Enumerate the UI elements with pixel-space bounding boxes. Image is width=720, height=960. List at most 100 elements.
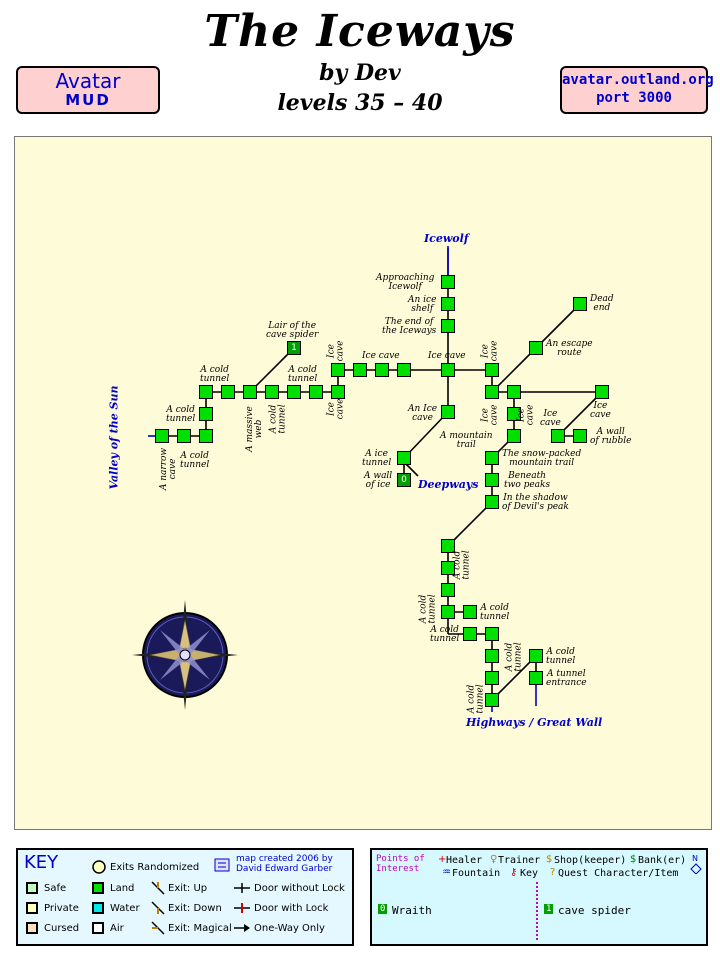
room-escape-route[interactable] bbox=[529, 341, 543, 355]
room-cold-tunnel-s8[interactable] bbox=[485, 649, 499, 663]
poi-wraith: Wraith bbox=[392, 904, 432, 917]
key-exit-up: Exit: Up bbox=[168, 883, 208, 894]
water-swatch bbox=[92, 902, 104, 914]
key-private: Private bbox=[44, 903, 79, 914]
map-scroll bbox=[14, 136, 712, 830]
shop-icon: $ bbox=[546, 854, 553, 865]
room-cold-tunnel-w2[interactable] bbox=[287, 385, 301, 399]
room-cold-tunnel-s4[interactable] bbox=[441, 605, 455, 619]
room-lair-cave-spider[interactable]: 1 bbox=[287, 341, 301, 355]
room-wall-of-rubble[interactable] bbox=[573, 429, 587, 443]
room-dead-end[interactable] bbox=[573, 297, 587, 311]
room-massive-web[interactable] bbox=[243, 385, 257, 399]
room-beneath-two-peaks[interactable] bbox=[485, 473, 499, 487]
door-no-lock-icon bbox=[234, 883, 250, 893]
room-cold-tunnel-s3[interactable] bbox=[441, 583, 455, 597]
room-cold-tunnel-s1[interactable] bbox=[441, 539, 455, 553]
poi-healer: Healer bbox=[446, 855, 483, 866]
svg-text:N: N bbox=[692, 854, 698, 863]
exit-up-icon bbox=[151, 881, 165, 895]
room-cold-tunnel-s6[interactable] bbox=[463, 627, 477, 641]
exit-highways-great-wall[interactable]: Highways / Great Wall bbox=[466, 716, 603, 729]
room-cold-tunnel-s7[interactable] bbox=[485, 627, 499, 641]
room-ice-cave-east-2[interactable] bbox=[485, 385, 499, 399]
room-cold-tunnel-w7[interactable] bbox=[199, 429, 213, 443]
room-mountain-trail[interactable] bbox=[507, 429, 521, 443]
room-narrow-cave[interactable] bbox=[155, 429, 169, 443]
exit-deepways[interactable]: Deepways bbox=[418, 478, 479, 491]
healer-icon: + bbox=[438, 854, 447, 865]
room-cold-tunnel-s9[interactable] bbox=[485, 671, 499, 685]
points-of-interest-panel: Points of Interest + Healer ♀ Trainer $ … bbox=[370, 848, 708, 946]
room-cold-tunnel-s5[interactable] bbox=[463, 605, 477, 619]
avatar-mud-banner: Avatar MUD bbox=[16, 66, 160, 114]
north-arrow-icon: N bbox=[690, 854, 702, 874]
room-ice-cave-3[interactable] bbox=[353, 363, 367, 377]
room-cold-tunnel-w8[interactable] bbox=[177, 429, 191, 443]
server-port: port 3000 bbox=[596, 90, 672, 106]
exit-icewolf[interactable]: Icewolf bbox=[424, 232, 469, 245]
wraith-marker: 0 bbox=[378, 904, 388, 914]
key-exit-magical: Exit: Magical bbox=[168, 923, 232, 934]
exit-valley-of-the-sun[interactable]: Valley of the Sun bbox=[107, 385, 121, 490]
room-ice-tunnel[interactable] bbox=[397, 451, 411, 465]
room-cold-tunnel-s2[interactable] bbox=[441, 561, 455, 575]
poi-title-1: Points of bbox=[376, 854, 425, 864]
poi-shop: Shop(keeper) bbox=[554, 855, 627, 866]
room-cold-tunnel-w3[interactable] bbox=[265, 385, 279, 399]
room-tunnel-entrance[interactable] bbox=[529, 671, 543, 685]
room-ice-cave-far-east[interactable] bbox=[595, 385, 609, 399]
room-ice-cave-1[interactable] bbox=[397, 363, 411, 377]
cave-spider-marker: 1 bbox=[544, 904, 554, 914]
room-snow-packed-trail[interactable] bbox=[485, 451, 499, 465]
room-ice-cave-se[interactable] bbox=[551, 429, 565, 443]
room-ice-cave-4[interactable] bbox=[331, 363, 345, 377]
room-ice-cave-east[interactable] bbox=[485, 363, 499, 377]
poi-cave-spider: cave spider bbox=[558, 904, 631, 917]
bank-icon: $ bbox=[630, 854, 637, 865]
room-an-ice-cave[interactable] bbox=[441, 405, 455, 419]
room-ice-cave-2[interactable] bbox=[375, 363, 389, 377]
key-exits-randomized: Exits Randomized bbox=[110, 862, 200, 873]
room-cold-tunnel-s11[interactable] bbox=[529, 649, 543, 663]
land-swatch bbox=[92, 882, 104, 894]
room-ice-cave-junction[interactable] bbox=[441, 363, 455, 377]
room-cold-tunnel-w1[interactable] bbox=[309, 385, 323, 399]
key-title: KEY bbox=[24, 852, 59, 873]
room-approaching-icewolf[interactable] bbox=[441, 275, 455, 289]
room-ice-cave-east-3[interactable] bbox=[507, 385, 521, 399]
room-wall-of-ice[interactable]: 0 bbox=[397, 473, 411, 487]
room-cold-tunnel-w5[interactable] bbox=[199, 385, 213, 399]
key-water: Water bbox=[110, 903, 140, 914]
room-cold-tunnel-w4[interactable] bbox=[221, 385, 235, 399]
room-cold-tunnel-w6[interactable] bbox=[199, 407, 213, 421]
room-ice-cave-5[interactable] bbox=[331, 385, 345, 399]
room-shadow-devils-peak[interactable] bbox=[485, 495, 499, 509]
key-safe: Safe bbox=[44, 883, 67, 894]
room-cold-tunnel-s10[interactable] bbox=[485, 693, 499, 707]
room-ice-cave-south[interactable] bbox=[507, 407, 521, 421]
room-end-of-iceways[interactable] bbox=[441, 319, 455, 333]
key-credit-line-2: David Edward Garber bbox=[236, 864, 333, 874]
key-air: Air bbox=[110, 923, 124, 934]
page-title: The Iceways bbox=[204, 6, 516, 57]
compass-rose-icon bbox=[132, 600, 238, 710]
room-ice-shelf[interactable] bbox=[441, 297, 455, 311]
